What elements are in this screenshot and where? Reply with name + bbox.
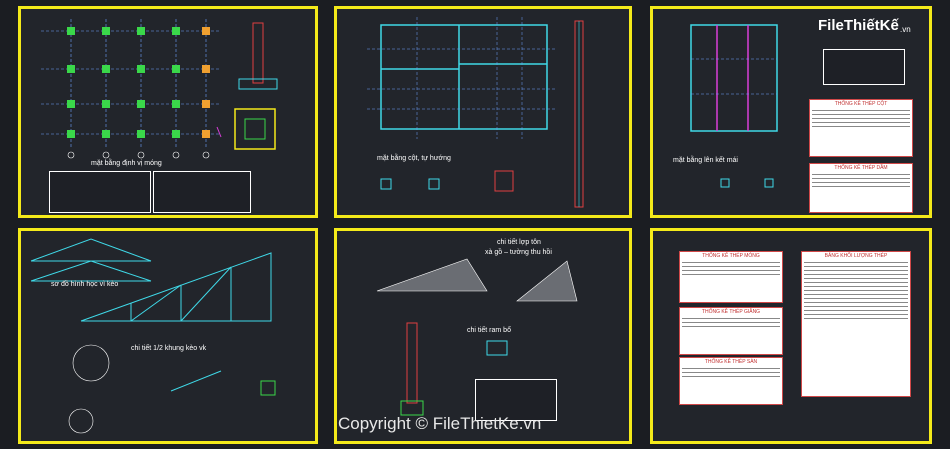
table-steel-quantity: BẢNG KHỐI LƯỢNG THÉP [801, 251, 911, 397]
sheet-title: sơ đồ hình học vì kèo [51, 281, 119, 288]
table-title: THỐNG KÊ THÉP CỘT [834, 101, 888, 107]
detail-label: chi tiết ram bổ [467, 327, 511, 334]
sheet-schedules[interactable]: THỐNG KÊ THÉP MÓNG THỐNG KÊ THÉP GIẰNG T… [650, 228, 932, 444]
general-notes-box-2 [153, 171, 251, 213]
sheet-title: chi tiết lợp tôn [497, 239, 541, 246]
roofing-drawing [376, 258, 578, 416]
table-column-steel: THỐNG KÊ THÉP CỘT [809, 99, 913, 157]
table-beam-steel: THỐNG KÊ THÉP DẦM [809, 163, 913, 213]
sheet-title: mặt bằng định vị móng [91, 160, 162, 167]
sheet-column-plan[interactable]: mặt bằng cột, tự hướng [334, 6, 632, 218]
logo-text: FileThiếtKế [818, 17, 899, 34]
table-tie-steel: THỐNG KÊ THÉP GIẰNG [679, 307, 783, 355]
sheet-title: mặt bằng lên kết mái [673, 157, 738, 164]
foundation-grid [41, 19, 278, 159]
table-title: THỐNG KÊ THÉP SÀN [704, 359, 758, 365]
roofing-notes-box [475, 379, 557, 421]
filethietke-logo: FileThiếtKế .vn [812, 14, 916, 44]
general-notes-box [49, 171, 151, 213]
table-title: THỐNG KÊ THÉP GIẰNG [701, 309, 761, 315]
sheet-subtitle: xà gồ – tường thu hồi [485, 249, 552, 256]
table-slab-steel: THỐNG KÊ THÉP SÀN [679, 357, 783, 405]
column-plan-drawing [367, 17, 584, 208]
sheet-roofing-details[interactable]: chi tiết lợp tôn xà gồ – tường thu hồi c… [334, 228, 632, 444]
table-title: BẢNG KHỐI LƯỢNG THÉP [824, 253, 888, 259]
table-title: THỐNG KÊ THÉP DẦM [834, 165, 888, 171]
roof-notes-box [823, 49, 905, 85]
sheet-truss[interactable]: sơ đồ hình học vì kèo chi tiết 1/2 khung… [18, 228, 318, 444]
table-foundation-steel: THỐNG KÊ THÉP MÓNG [679, 251, 783, 303]
sheet-foundation-plan[interactable]: mặt bằng định vị móng [18, 6, 318, 218]
logo-suffix: .vn [900, 25, 911, 34]
table-title: THỐNG KÊ THÉP MÓNG [702, 253, 760, 259]
sheet-title: mặt bằng cột, tự hướng [377, 155, 451, 162]
roof-plan-drawing [690, 24, 778, 188]
truss-drawing [30, 238, 276, 434]
sheet-roof-plan[interactable]: THỐNG KÊ THÉP CỘT THỐNG KÊ THÉP DẦM mặt … [650, 6, 932, 218]
copyright-watermark: Copyright © FileThietKe.vn [338, 414, 542, 433]
sheet-subtitle: chi tiết 1/2 khung kèo vk [131, 345, 207, 352]
